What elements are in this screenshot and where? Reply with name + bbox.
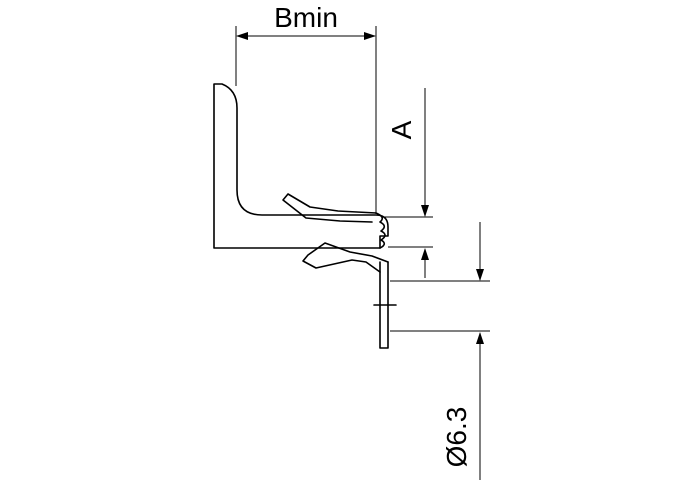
- lower-spring-clip: [302, 242, 389, 273]
- bmin-label: Bmin: [274, 2, 338, 33]
- clip-wavy-edge: [375, 212, 386, 249]
- bracket-profile: [213, 83, 389, 249]
- a-label: A: [386, 120, 417, 139]
- diameter-label: Ø6.3: [441, 407, 472, 468]
- upper-spring-clip: [282, 193, 377, 223]
